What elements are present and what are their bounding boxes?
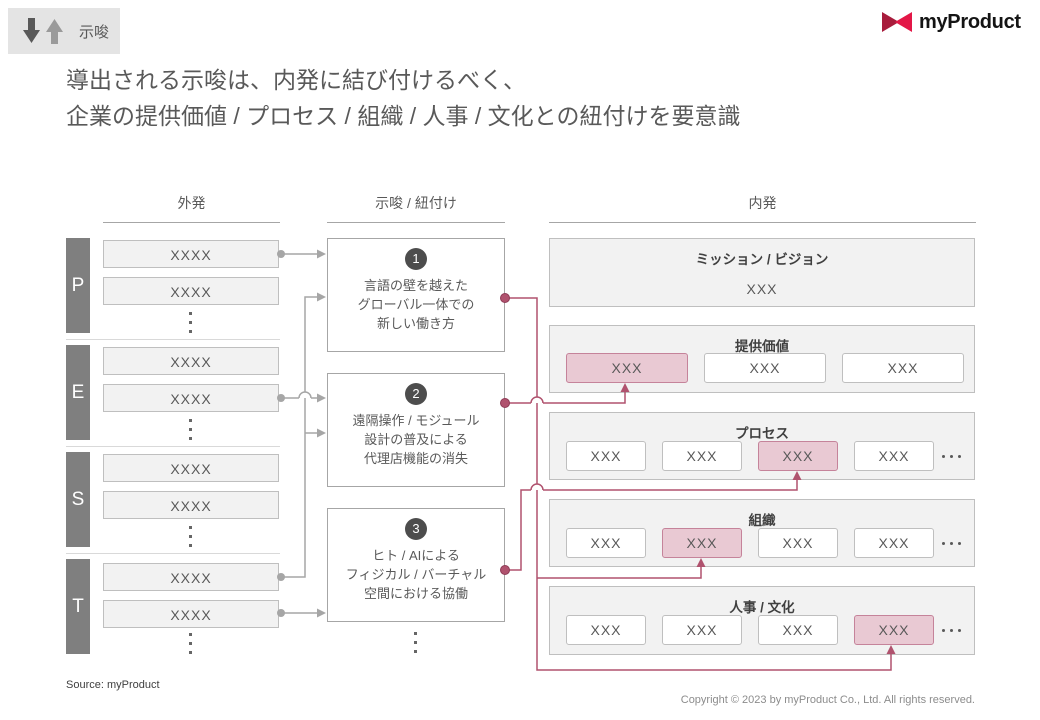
source-note: Source: myProduct — [66, 679, 160, 691]
external-item: XXXX — [103, 384, 279, 412]
value-chip: XXX — [662, 615, 742, 645]
implication-text: 言語の壁を越えた — [363, 278, 468, 293]
section-title: 提供価値 — [735, 339, 789, 354]
external-item: XXXX — [103, 600, 279, 628]
section-title: ミッション / ビジョン — [695, 252, 829, 267]
section-divider — [66, 553, 280, 554]
implication-text: 空間における協働 — [363, 586, 468, 601]
more-dots-horizontal — [942, 455, 961, 458]
value-chip: XXX — [662, 441, 742, 471]
value-chip: XXX — [854, 528, 934, 558]
more-dots-horizontal — [942, 629, 961, 632]
implication-text: 設計の普及による — [364, 432, 468, 447]
section-mission-vision: ミッション / ビジョン XXX — [549, 238, 975, 307]
pest-bar-s: S — [66, 452, 90, 547]
implication-box-2: 2 遠隔操作 / モジュール 設計の普及による 代理店機能の消失 — [327, 373, 505, 487]
implication-text: ヒト / AIによる — [372, 548, 460, 563]
title-line-2: 企業の提供価値 / プロセス / 組織 / 人事 / 文化との紐付けを要意識 — [66, 103, 741, 129]
column-header-external: 外発 — [103, 193, 280, 223]
external-item: XXXX — [103, 454, 279, 482]
implication-text: 新しい働き方 — [376, 316, 455, 331]
section-title: プロセス — [735, 426, 789, 441]
section-process: プロセス XXX XXX XXX XXX — [549, 412, 975, 480]
value-chip: XXX — [566, 615, 646, 645]
brand-logo: myProduct — [880, 9, 1021, 35]
value-chip: XXX — [704, 353, 826, 383]
implication-number-badge: 2 — [405, 383, 427, 405]
pest-bar-e: E — [66, 345, 90, 440]
value-chip: XXX — [566, 528, 646, 558]
value-chip: XXX — [758, 615, 838, 645]
value-chip: XXX — [758, 528, 838, 558]
section-organization: 組織 XXX XXX XXX XXX — [549, 499, 975, 567]
implication-number-badge: 1 — [405, 248, 427, 270]
value-chip: XXX — [854, 441, 934, 471]
down-up-arrows-icon — [23, 18, 63, 44]
implication-box-3: 3 ヒト / AIによる フィジカル / バーチャル 空間における協働 — [327, 508, 505, 622]
more-dots-vertical — [189, 312, 192, 333]
value-chip: XXX — [842, 353, 964, 383]
section-divider — [66, 446, 280, 447]
more-dots-horizontal — [942, 542, 961, 545]
column-header-internal: 内発 — [549, 193, 976, 223]
value-chip-highlighted: XXX — [566, 353, 688, 383]
section-title: 人事 / 文化 — [729, 600, 795, 615]
more-dots-vertical — [189, 526, 192, 547]
section-hr-culture: 人事 / 文化 XXX XXX XXX XXX — [549, 586, 975, 655]
implication-text: 遠隔操作 / モジュール — [352, 413, 480, 428]
external-item: XXXX — [103, 563, 279, 591]
value-chip-highlighted: XXX — [854, 615, 934, 645]
column-header-implication: 示唆 / 紐付け — [327, 193, 505, 223]
implication-text: フィジカル / バーチャル — [345, 567, 487, 582]
implication-box-1: 1 言語の壁を越えた グローバル一体での 新しい働き方 — [327, 238, 505, 352]
pest-bar-t: T — [66, 559, 90, 654]
more-dots-vertical — [189, 419, 192, 440]
badge-label: 示唆 — [79, 23, 110, 41]
implication-text: グローバル一体での — [357, 297, 475, 312]
more-dots-vertical — [414, 632, 417, 653]
page-title: 導出される示唆は、内発に結び付けるべく、 企業の提供価値 / プロセス / 組織… — [66, 62, 740, 134]
value-chip-highlighted: XXX — [662, 528, 742, 558]
implication-text: 代理店機能の消失 — [363, 451, 468, 466]
gray-connectors — [277, 249, 326, 618]
value-chip-highlighted: XXX — [758, 441, 838, 471]
value-chip: XXX — [566, 441, 646, 471]
pest-bar-p: P — [66, 238, 90, 333]
section-title: 組織 — [748, 513, 776, 528]
copyright-note: Copyright © 2023 by myProduct Co., Ltd. … — [680, 694, 975, 706]
more-dots-vertical — [189, 633, 192, 654]
external-item: XXXX — [103, 491, 279, 519]
logo-text: myProduct — [919, 10, 1021, 33]
section-badge: 示唆 — [8, 8, 120, 54]
external-item: XXXX — [103, 347, 279, 375]
section-value: XXX — [746, 281, 778, 297]
title-line-1: 導出される示唆は、内発に結び付けるべく、 — [66, 67, 526, 93]
external-item: XXXX — [103, 277, 279, 305]
logo-mark-icon — [882, 12, 912, 32]
external-item: XXXX — [103, 240, 279, 268]
implication-number-badge: 3 — [405, 518, 427, 540]
section-divider — [66, 339, 280, 340]
section-value-proposition: 提供価値 XXX XXX XXX — [549, 325, 975, 393]
